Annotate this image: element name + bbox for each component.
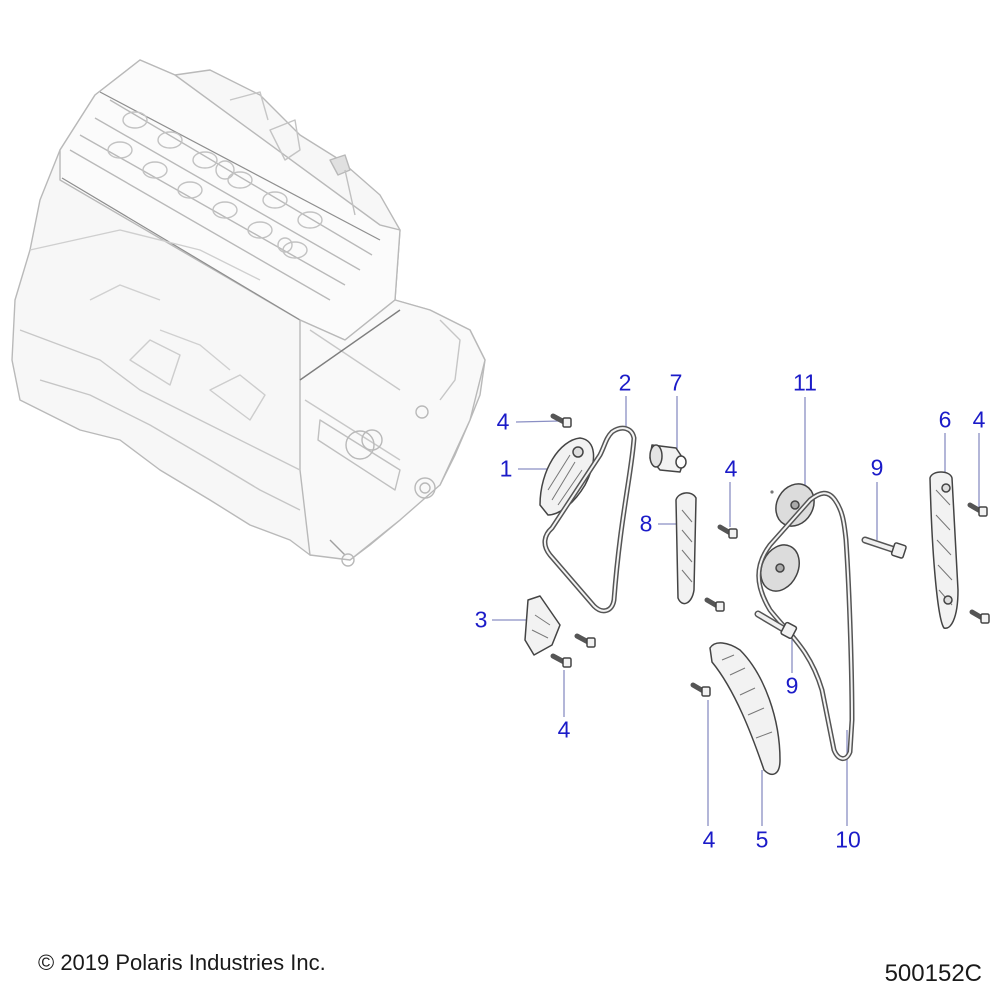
callout-9-upper[interactable]: 9 xyxy=(870,454,884,481)
part-10-cam-chain xyxy=(756,490,855,761)
engine-block-illustration xyxy=(11,59,486,567)
callout-3[interactable]: 3 xyxy=(474,606,488,633)
callout-7[interactable]: 7 xyxy=(669,369,683,396)
part-8-upper-guide xyxy=(675,492,697,605)
callout-10[interactable]: 10 xyxy=(835,826,861,853)
callout-2[interactable]: 2 xyxy=(618,369,632,396)
part-2-primary-chain xyxy=(542,425,637,614)
part-4-bolts xyxy=(550,413,990,697)
copyright-notice: © 2019 Polaris Industries Inc. xyxy=(38,950,326,975)
callout-4-lower-left[interactable]: 4 xyxy=(557,716,571,743)
callout-6[interactable]: 6 xyxy=(938,406,952,433)
drawing-number: 500152C xyxy=(884,960,982,987)
callout-4-right[interactable]: 4 xyxy=(972,406,986,433)
part-6-guide-rail xyxy=(929,471,959,629)
timing-components xyxy=(524,413,990,776)
callout-1[interactable]: 1 xyxy=(499,455,513,482)
part-11-idler-sprockets xyxy=(760,483,815,592)
callout-5[interactable]: 5 xyxy=(755,826,769,853)
callout-4-bottom[interactable]: 4 xyxy=(702,826,716,853)
part-3-lower-guide xyxy=(524,595,561,656)
callout-9-lower[interactable]: 9 xyxy=(785,672,799,699)
callout-8[interactable]: 8 xyxy=(639,510,653,537)
callout-4-center[interactable]: 4 xyxy=(724,455,738,482)
part-7-chain-tensioner xyxy=(649,444,687,473)
part-9-sprocket-bolts xyxy=(754,536,907,640)
leader-lines xyxy=(492,396,980,826)
callout-11[interactable]: 11 xyxy=(793,369,817,396)
part-5-tensioner-rail xyxy=(709,642,781,776)
callout-4-upper-left[interactable]: 4 xyxy=(496,408,510,435)
